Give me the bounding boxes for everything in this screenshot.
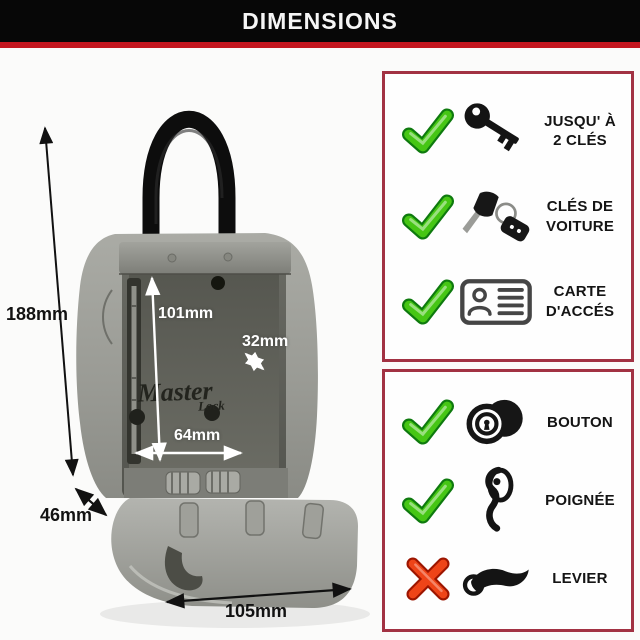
dim-label-inner-width: 64mm [174,427,221,444]
feature-row-knob: BOUTON [391,390,625,454]
arrow-105mm [165,582,352,609]
page-title: DIMENSIONS [242,7,398,34]
brand-lock: Lock [197,398,226,414]
car-key-icon [457,185,535,249]
check-icon [399,474,457,528]
dim-label-width: 105mm [225,601,288,621]
lever-handle-icon [457,547,535,611]
check-icon [399,275,457,329]
header-accent-stripe [0,42,640,48]
arrow-188mm [39,126,79,477]
feature-row-car-keys: CLÉS DE VOITURE [391,185,625,249]
dim-label-height: 188mm [6,304,69,324]
cross-icon [399,552,457,606]
dimension-arrows [39,126,352,609]
feature-label: JUSQU' À 2 CLÉS [544,112,616,150]
feature-row-lever: LEVIER [391,547,625,611]
access-card-icon [457,270,535,334]
door-handle-icon [457,466,535,533]
mount-hole-right [204,405,220,421]
feature-row-keys: JUSQU' À 2 CLÉS [391,99,625,163]
arrow-46mm [74,487,108,517]
feature-label: BOUTON [547,413,613,431]
feature-row-access-card: CARTE D'ACCÉS [391,270,625,334]
check-icon [399,395,457,449]
feature-label: CLÉS DE VOITURE [545,198,615,235]
dim-label-depth: 46mm [40,505,93,525]
drain-hole [211,276,225,290]
hinge-springs [165,470,241,495]
features-panel-keys: JUSQU' À 2 CLÉS [382,71,634,362]
shackle [142,111,236,240]
arrow-32mm [244,351,265,372]
feature-label: POIGNÉE [545,491,615,509]
check-icon [399,104,457,158]
door-ribs [179,500,324,540]
header-bar: DIMENSIONS [0,0,640,42]
locking-rod [131,286,137,454]
feature-label: CARTE D'ACCÉS [545,283,615,320]
feature-label: LEVIER [552,570,608,587]
dim-label-inner-height: 101mm [158,305,214,322]
door-knob-icon [457,390,535,454]
feature-row-handle: POIGNÉE [391,466,625,533]
door-latch [164,546,203,591]
features-panel-hardware: BOUTON POIGNÉE [382,369,634,632]
check-icon [399,190,457,244]
body-side-curve [102,289,113,345]
key-icon [457,99,535,163]
shackle-highlight [154,129,224,224]
top-rim [119,242,291,274]
mount-hole-left [129,409,145,425]
product-photo: Master Lock [0,48,380,640]
lockbox-illustration: Master Lock [39,111,370,628]
dim-label-inner-depth: 32mm [242,333,289,350]
arrow-101mm [145,276,167,462]
